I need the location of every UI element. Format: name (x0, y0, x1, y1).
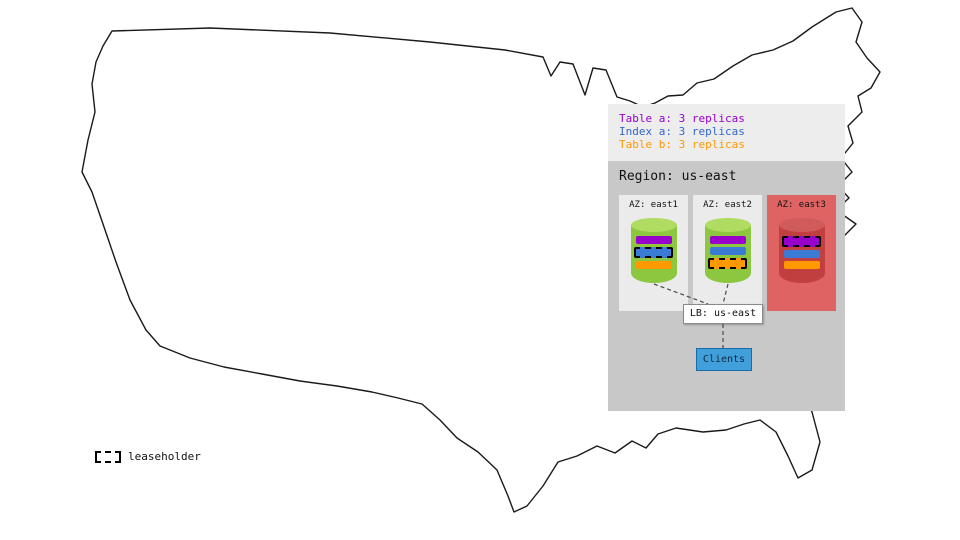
leaseholder-legend: leaseholder (95, 450, 201, 463)
replica-bar-table-b (635, 261, 672, 269)
replica-bar-table-a (709, 236, 746, 244)
db-node-cylinder (704, 218, 751, 283)
clients-box: Clients (696, 348, 758, 377)
az-east3: AZ: east3 (767, 195, 836, 311)
legend-index-a: Index a: 3 replicas (619, 125, 745, 138)
replica-stack (631, 225, 677, 269)
replica-stack (705, 225, 751, 269)
az-row: AZ: east1 AZ: east2 AZ: east3 (619, 195, 845, 311)
az-label: AZ: east2 (703, 200, 752, 210)
replica-bar-table-b (708, 258, 747, 269)
db-node-cylinder (778, 218, 825, 283)
load-balancer: LB: us-east (683, 304, 763, 324)
clients-label: Clients (702, 354, 746, 365)
legend-table-a: Table a: 3 replicas (619, 112, 745, 125)
az-east2: AZ: east2 (693, 195, 762, 311)
az-east1: AZ: east1 (619, 195, 688, 311)
az-label: AZ: east1 (629, 200, 678, 210)
leaseholder-swatch-icon (95, 450, 121, 463)
replica-bar-table-a (635, 236, 672, 244)
replica-legend-panel: Table a: 3 replicas Index a: 3 replicas … (608, 104, 845, 161)
replica-bar-index-a (709, 247, 746, 255)
replica-bar-table-a (782, 236, 821, 247)
replica-bar-table-b (783, 261, 820, 269)
region-panel: Region: us-east AZ: east1 AZ: east2 (608, 161, 845, 411)
replica-bar-index-a (783, 250, 820, 258)
replica-bar-index-a (634, 247, 673, 258)
replica-stack (779, 225, 825, 269)
az-label: AZ: east3 (777, 200, 826, 210)
legend-table-b: Table b: 3 replicas (619, 138, 745, 151)
leaseholder-legend-label: leaseholder (128, 450, 201, 463)
db-node-cylinder (630, 218, 677, 283)
region-title: Region: us-east (619, 169, 737, 184)
